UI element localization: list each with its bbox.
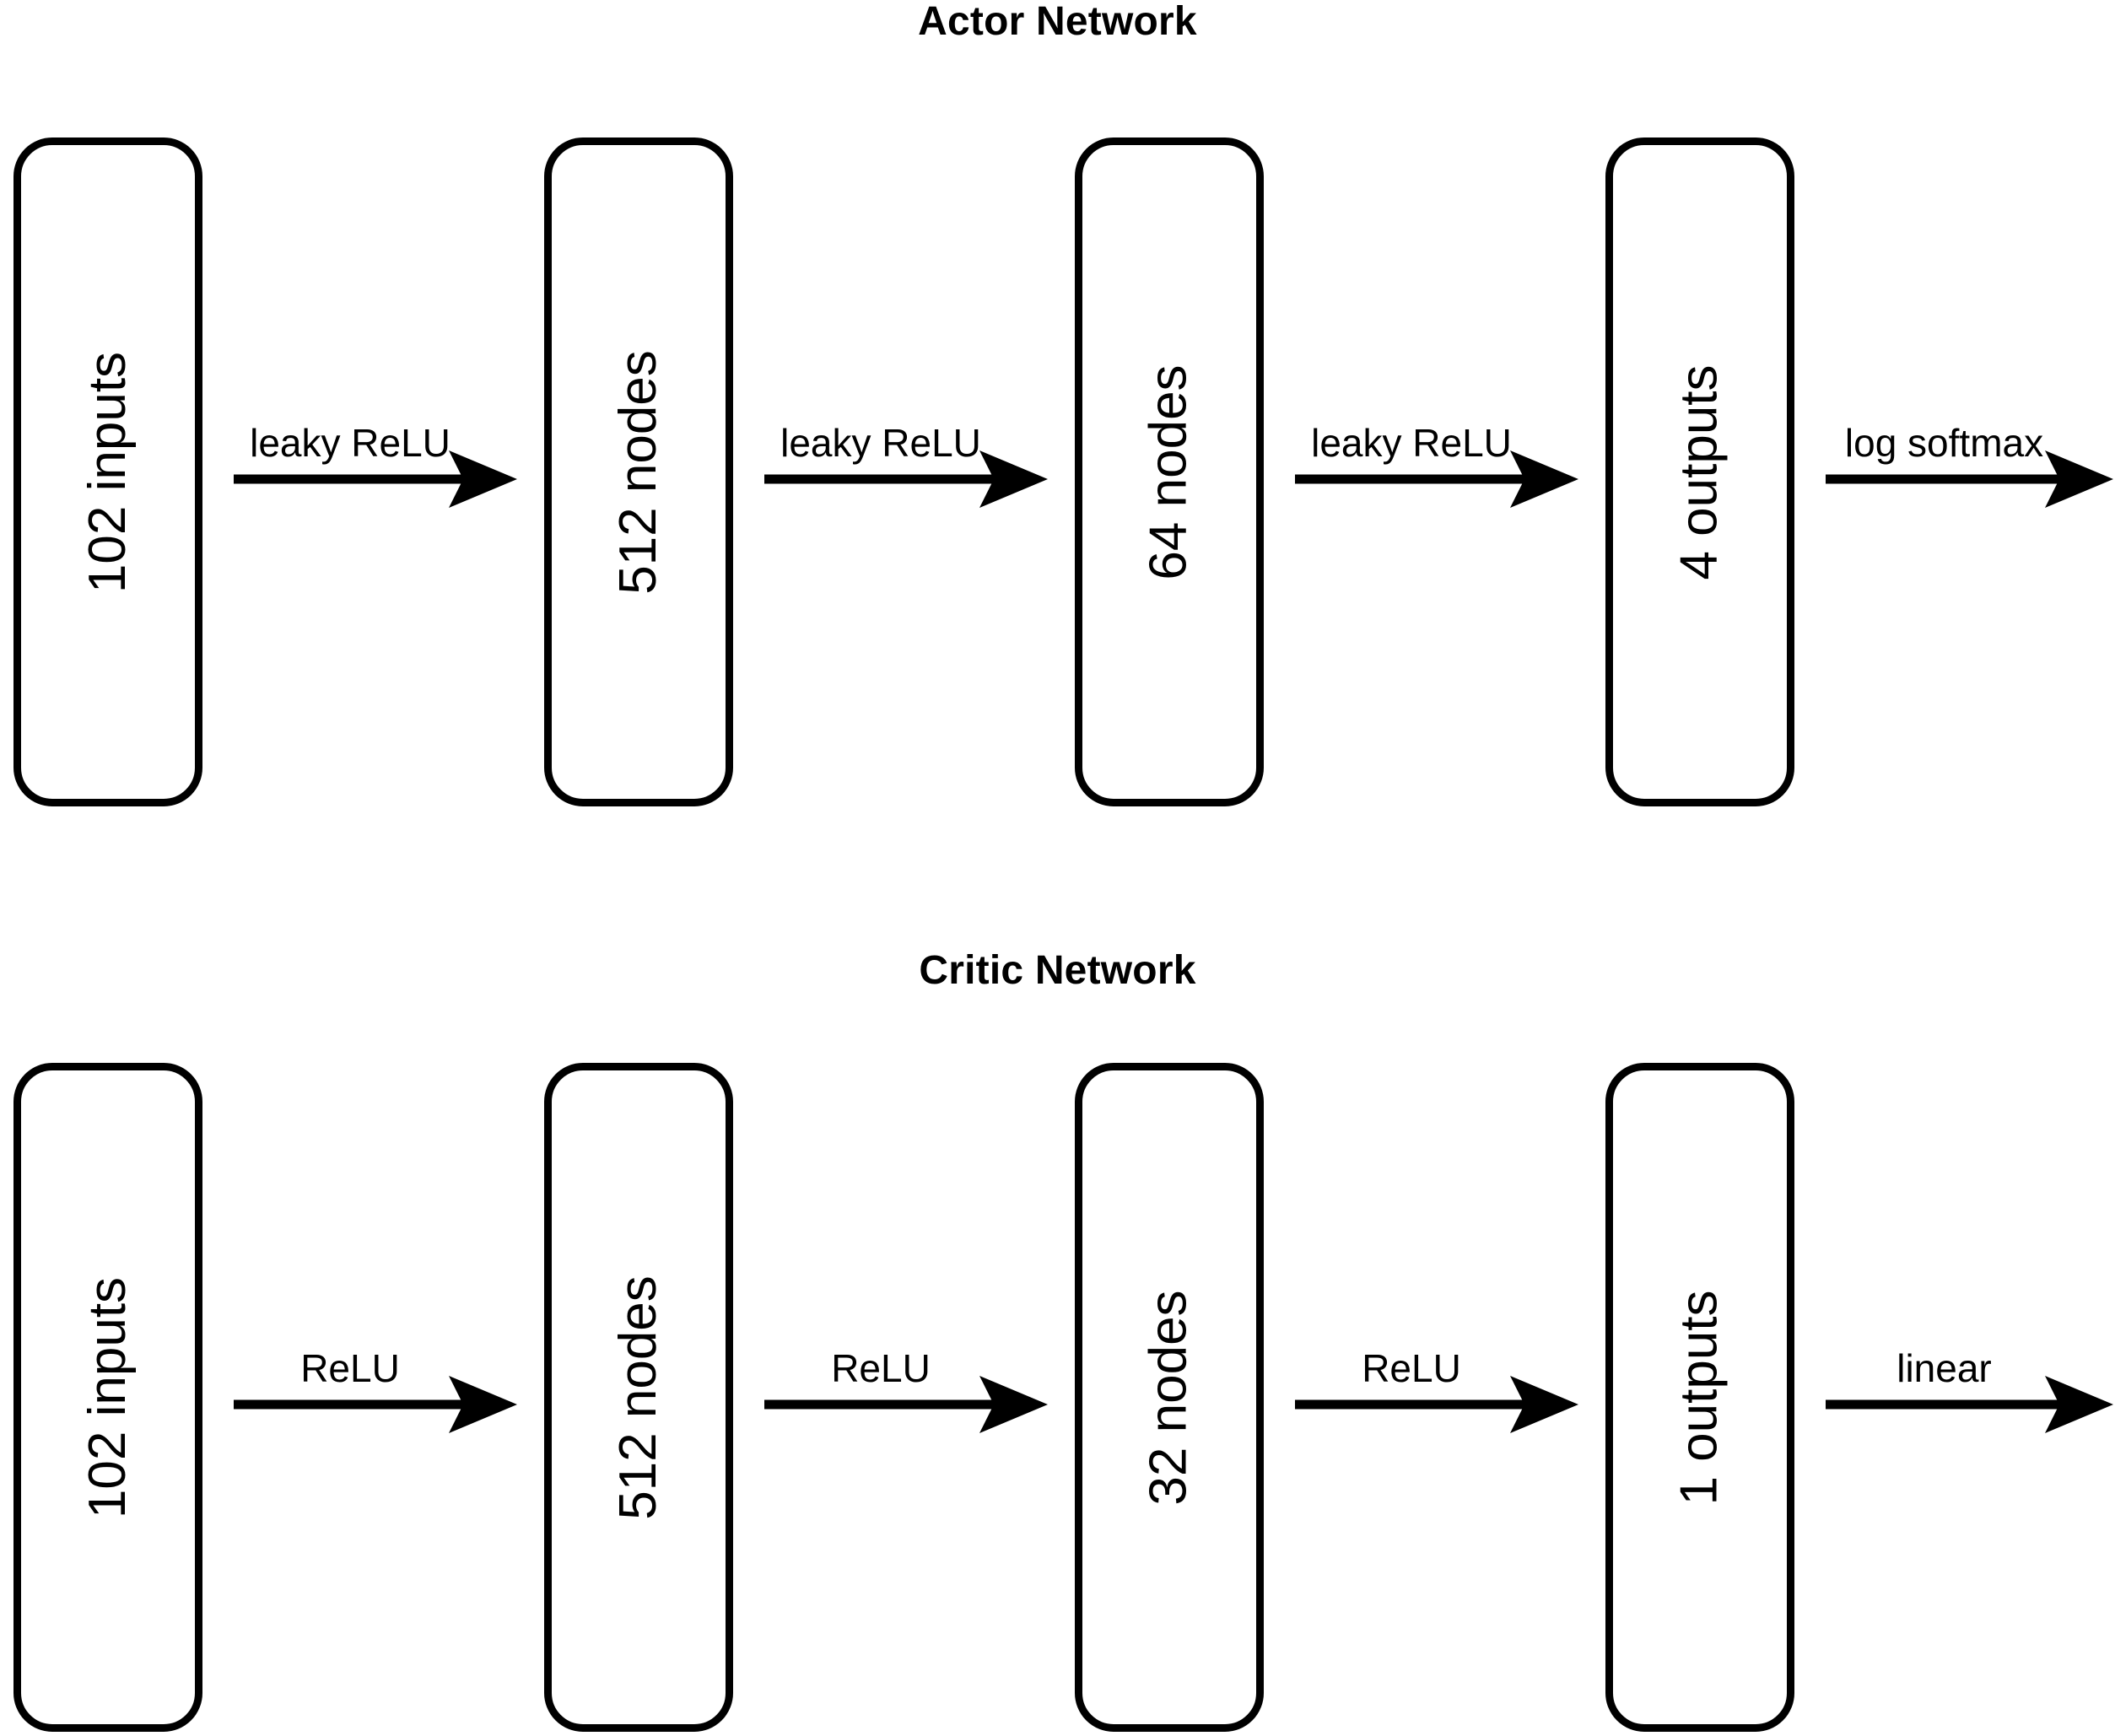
actor-connection-2-label: leaky ReLU xyxy=(780,421,981,465)
critic-layer-input: 102 inputs xyxy=(13,1063,202,1732)
actor-connection-3-label: leaky ReLU xyxy=(1311,421,1512,465)
actor-layer-hidden1: 512 nodes xyxy=(544,137,733,806)
actor-network-title: Actor Network xyxy=(918,0,1197,44)
critic-connection-1-label: ReLU xyxy=(300,1346,400,1390)
critic-connection-3: ReLU xyxy=(1295,1347,1578,1465)
actor-layer-input: 102 inputs xyxy=(13,137,202,806)
actor-connection-3: leaky ReLU xyxy=(1295,422,1578,540)
actor-layer-output: 4 outputs xyxy=(1605,137,1794,806)
actor-layer-hidden1-label: 512 nodes xyxy=(609,349,668,595)
actor-layer-input-label: 102 inputs xyxy=(78,351,137,593)
actor-connection-4-label: log softmax xyxy=(1844,421,2044,465)
critic-connection-2-label: ReLU xyxy=(831,1346,931,1390)
actor-connection-1-label: leaky ReLU xyxy=(250,421,451,465)
critic-connection-3-label: ReLU xyxy=(1362,1346,1461,1390)
actor-connection-4: log softmax xyxy=(1826,422,2113,540)
critic-connection-4-label: linear xyxy=(1896,1346,1992,1390)
critic-layer-output-label: 1 outputs xyxy=(1670,1289,1729,1506)
critic-layer-hidden1: 512 nodes xyxy=(544,1063,733,1732)
actor-layer-hidden2: 64 nodes xyxy=(1075,137,1264,806)
critic-connection-4: linear xyxy=(1826,1347,2113,1465)
critic-layer-hidden2-label: 32 nodes xyxy=(1140,1289,1198,1506)
actor-layer-hidden2-label: 64 nodes xyxy=(1140,364,1198,580)
critic-layer-hidden2: 32 nodes xyxy=(1075,1063,1264,1732)
critic-connection-2: ReLU xyxy=(764,1347,1048,1465)
actor-layer-output-label: 4 outputs xyxy=(1670,364,1729,580)
actor-connection-2: leaky ReLU xyxy=(764,422,1048,540)
critic-network-title: Critic Network xyxy=(919,948,1196,993)
actor-connection-1: leaky ReLU xyxy=(234,422,517,540)
critic-layer-hidden1-label: 512 nodes xyxy=(609,1275,668,1520)
critic-layer-output: 1 outputs xyxy=(1605,1063,1794,1732)
critic-connection-1: ReLU xyxy=(234,1347,517,1465)
critic-layer-input-label: 102 inputs xyxy=(78,1276,137,1518)
